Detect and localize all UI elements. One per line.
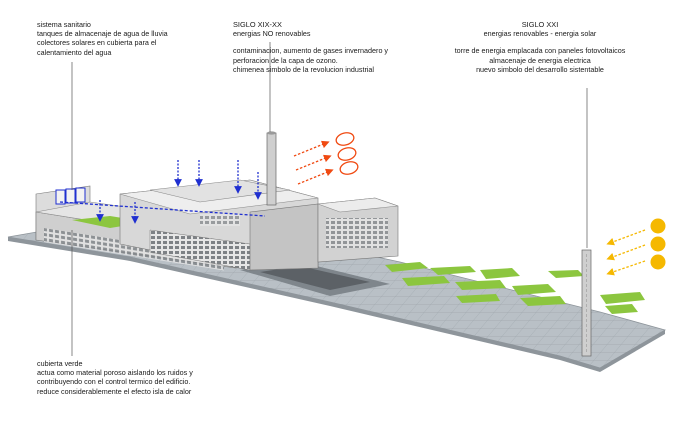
annotation-line: cubierta verde: [37, 359, 83, 368]
annotation-line: contaminacion, aumento de gases invernad…: [233, 46, 389, 56]
sun-ray-arrows: [606, 229, 646, 276]
annotation-line: sistema sanitario: [37, 20, 91, 29]
annotation-line: tanques de almacenaje de agua de lluvia: [37, 29, 168, 39]
annotation-line: almacenaje de energia electrica: [489, 55, 591, 65]
annotation-line: colectores solares en cubierta para el: [37, 38, 157, 48]
pollution-arrows: [293, 132, 359, 185]
annotation-line: contribuyendo con el control termico del…: [37, 377, 191, 387]
annotation-line: perforacion de la capa de ozono.: [233, 55, 338, 65]
rain-arrows: [59, 160, 266, 224]
green-ground-strips: [385, 262, 645, 314]
solar-energy-tower: [581, 249, 592, 357]
annotation-renewable: SIGLO XXI energias renovables - energia …: [430, 20, 650, 74]
sunken-plaza: [240, 262, 390, 296]
annotation-line: nuevo simbolo del desarrollo sistentable: [476, 64, 604, 74]
annotation-green-roof: cubierta verde actua como material poros…: [37, 359, 193, 396]
annotation-heading: SIGLO XXI: [521, 20, 559, 29]
annotation-nonrenewable: SIGLO XIX-XX energias NO renovables cont…: [233, 20, 388, 74]
annotation-line: torre de energia emplacada con paneles f…: [454, 46, 626, 56]
annotation-line: actua como material poroso aislando los …: [37, 368, 193, 378]
leader-lines: [71, 42, 588, 356]
chimney: [266, 131, 277, 206]
annotation-sanitary-system: sistema sanitario tanques de almacenaje …: [37, 20, 168, 57]
annotation-heading: SIGLO XIX-XX: [233, 20, 282, 29]
annotation-line: reduce considerablemente el efecto isla …: [37, 386, 192, 396]
annotation-line: chimenea simbolo de la revolucion indust…: [233, 64, 375, 74]
annotation-subheading: energias NO renovables: [233, 29, 311, 39]
sun-icon: [650, 218, 666, 270]
annotation-subheading: energias renovables - energia solar: [483, 29, 597, 39]
annotation-line: calentamiento del agua: [37, 47, 112, 57]
classical-building: [317, 197, 399, 263]
